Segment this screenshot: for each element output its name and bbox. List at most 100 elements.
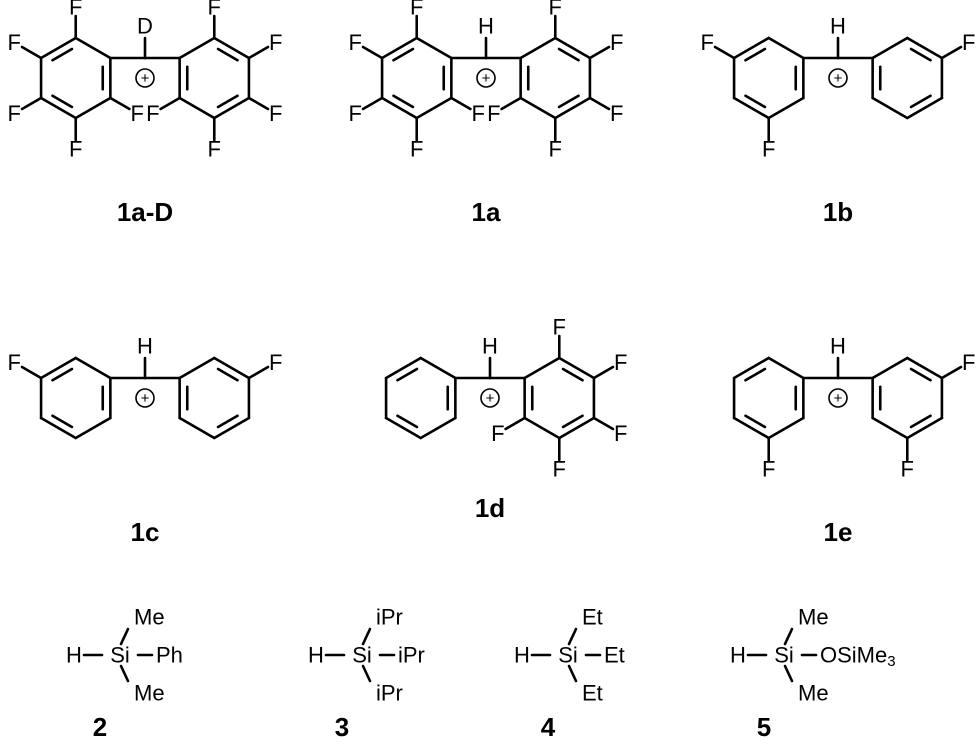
- ring-bond: [178, 36, 216, 60]
- compound-label: 1e: [824, 517, 853, 547]
- ring-bond: [212, 36, 251, 60]
- si-bottom-bond: [567, 664, 578, 683]
- aromatic-bond: [744, 414, 767, 429]
- fluorine-atom: F: [553, 315, 566, 340]
- aromatic-bond: [909, 94, 932, 109]
- fluorine-atom: F: [69, 137, 82, 162]
- substituent-bond: [361, 45, 384, 60]
- ring-bond: [905, 356, 944, 380]
- ring-bond: [39, 36, 78, 60]
- ring-bond: [419, 416, 457, 440]
- aromatic-bond: [51, 94, 74, 109]
- charge-circle: [476, 68, 496, 88]
- center-atom: D: [137, 14, 153, 39]
- silicon-atom: Si: [352, 643, 372, 668]
- hydrogen-atom: H: [730, 643, 746, 668]
- compound-label: 1d: [475, 493, 505, 523]
- silane-label: 2: [93, 712, 107, 742]
- ring-bond: [767, 36, 805, 60]
- aromatic-bond: [51, 47, 74, 62]
- aromatic-bond: [396, 367, 419, 382]
- fluorine-atom: F: [8, 30, 21, 55]
- hydrogen-atom: H: [66, 643, 82, 668]
- aromatic-bond: [51, 414, 74, 429]
- si-bottom-bond: [119, 664, 130, 683]
- ring-bond: [871, 356, 909, 380]
- aromatic-bond: [909, 47, 932, 62]
- ring-bond: [39, 96, 78, 120]
- center-atom: H: [137, 334, 153, 359]
- si-bottom-bond: [361, 664, 372, 683]
- si-top-bond: [361, 627, 372, 646]
- fluorine-atom: F: [69, 0, 82, 20]
- ring-bond: [767, 96, 805, 120]
- ring-bond: [732, 356, 771, 380]
- substituent-bond: [940, 45, 963, 60]
- fluorine-atom: F: [269, 30, 282, 55]
- fluorine-atom: F: [762, 137, 775, 162]
- fluorine-atom: F: [701, 30, 714, 55]
- ring-bond: [519, 96, 557, 120]
- ring-bond: [871, 36, 909, 60]
- top-group: Me: [798, 605, 829, 630]
- aromatic-bond: [561, 414, 584, 429]
- center-atom: H: [482, 334, 498, 359]
- ring-bond: [178, 96, 216, 120]
- fluorine-atom: F: [962, 350, 975, 375]
- ring-bond: [519, 36, 557, 60]
- fluorine-atom: F: [8, 350, 21, 375]
- silane-label: 3: [335, 712, 349, 742]
- ring-bond: [74, 36, 112, 60]
- right-group: iPr: [398, 643, 425, 668]
- substituent-bond: [588, 96, 611, 111]
- center-atom: H: [830, 14, 846, 39]
- fluorine-atom: F: [762, 457, 775, 482]
- ring-bond: [74, 416, 112, 440]
- ring-bond: [415, 36, 453, 60]
- right-group: OSiMe3: [820, 643, 896, 670]
- ring-bond: [380, 96, 419, 120]
- silicon-atom: Si: [558, 643, 578, 668]
- ring-bond: [871, 416, 909, 440]
- fluorine-atom: F: [614, 350, 627, 375]
- ring-bond: [767, 416, 805, 440]
- bottom-group: Me: [134, 681, 165, 706]
- substituent-bond: [247, 365, 270, 380]
- charge-plus: +: [834, 70, 843, 87]
- substituent-bond: [940, 365, 963, 380]
- fluorine-atom: F: [549, 0, 562, 20]
- ring-bond: [557, 356, 596, 380]
- aromatic-bond: [396, 414, 419, 429]
- center-atom: H: [478, 14, 494, 39]
- ring-bond: [905, 36, 944, 60]
- aromatic-bond: [216, 367, 239, 382]
- bottom-group: Et: [582, 681, 603, 706]
- aromatic-bond: [909, 414, 932, 429]
- hydrogen-atom: H: [514, 643, 530, 668]
- substituent-bond: [588, 45, 611, 60]
- ring-bond: [553, 96, 592, 120]
- compound-label: 1b: [823, 197, 853, 227]
- aromatic-bond: [216, 414, 239, 429]
- ring-bond: [732, 416, 771, 440]
- fluorine-atom: F: [901, 457, 914, 482]
- ring-bond: [905, 96, 944, 120]
- aromatic-bond: [561, 367, 584, 382]
- fluorine-atom: F: [549, 137, 562, 162]
- silicon-atom: Si: [110, 643, 130, 668]
- ring-bond: [74, 96, 112, 120]
- aromatic-bond: [51, 367, 74, 382]
- top-group: Me: [134, 605, 165, 630]
- si-top-bond: [119, 627, 130, 646]
- center-atom: H: [830, 334, 846, 359]
- substituent-bond: [504, 416, 526, 431]
